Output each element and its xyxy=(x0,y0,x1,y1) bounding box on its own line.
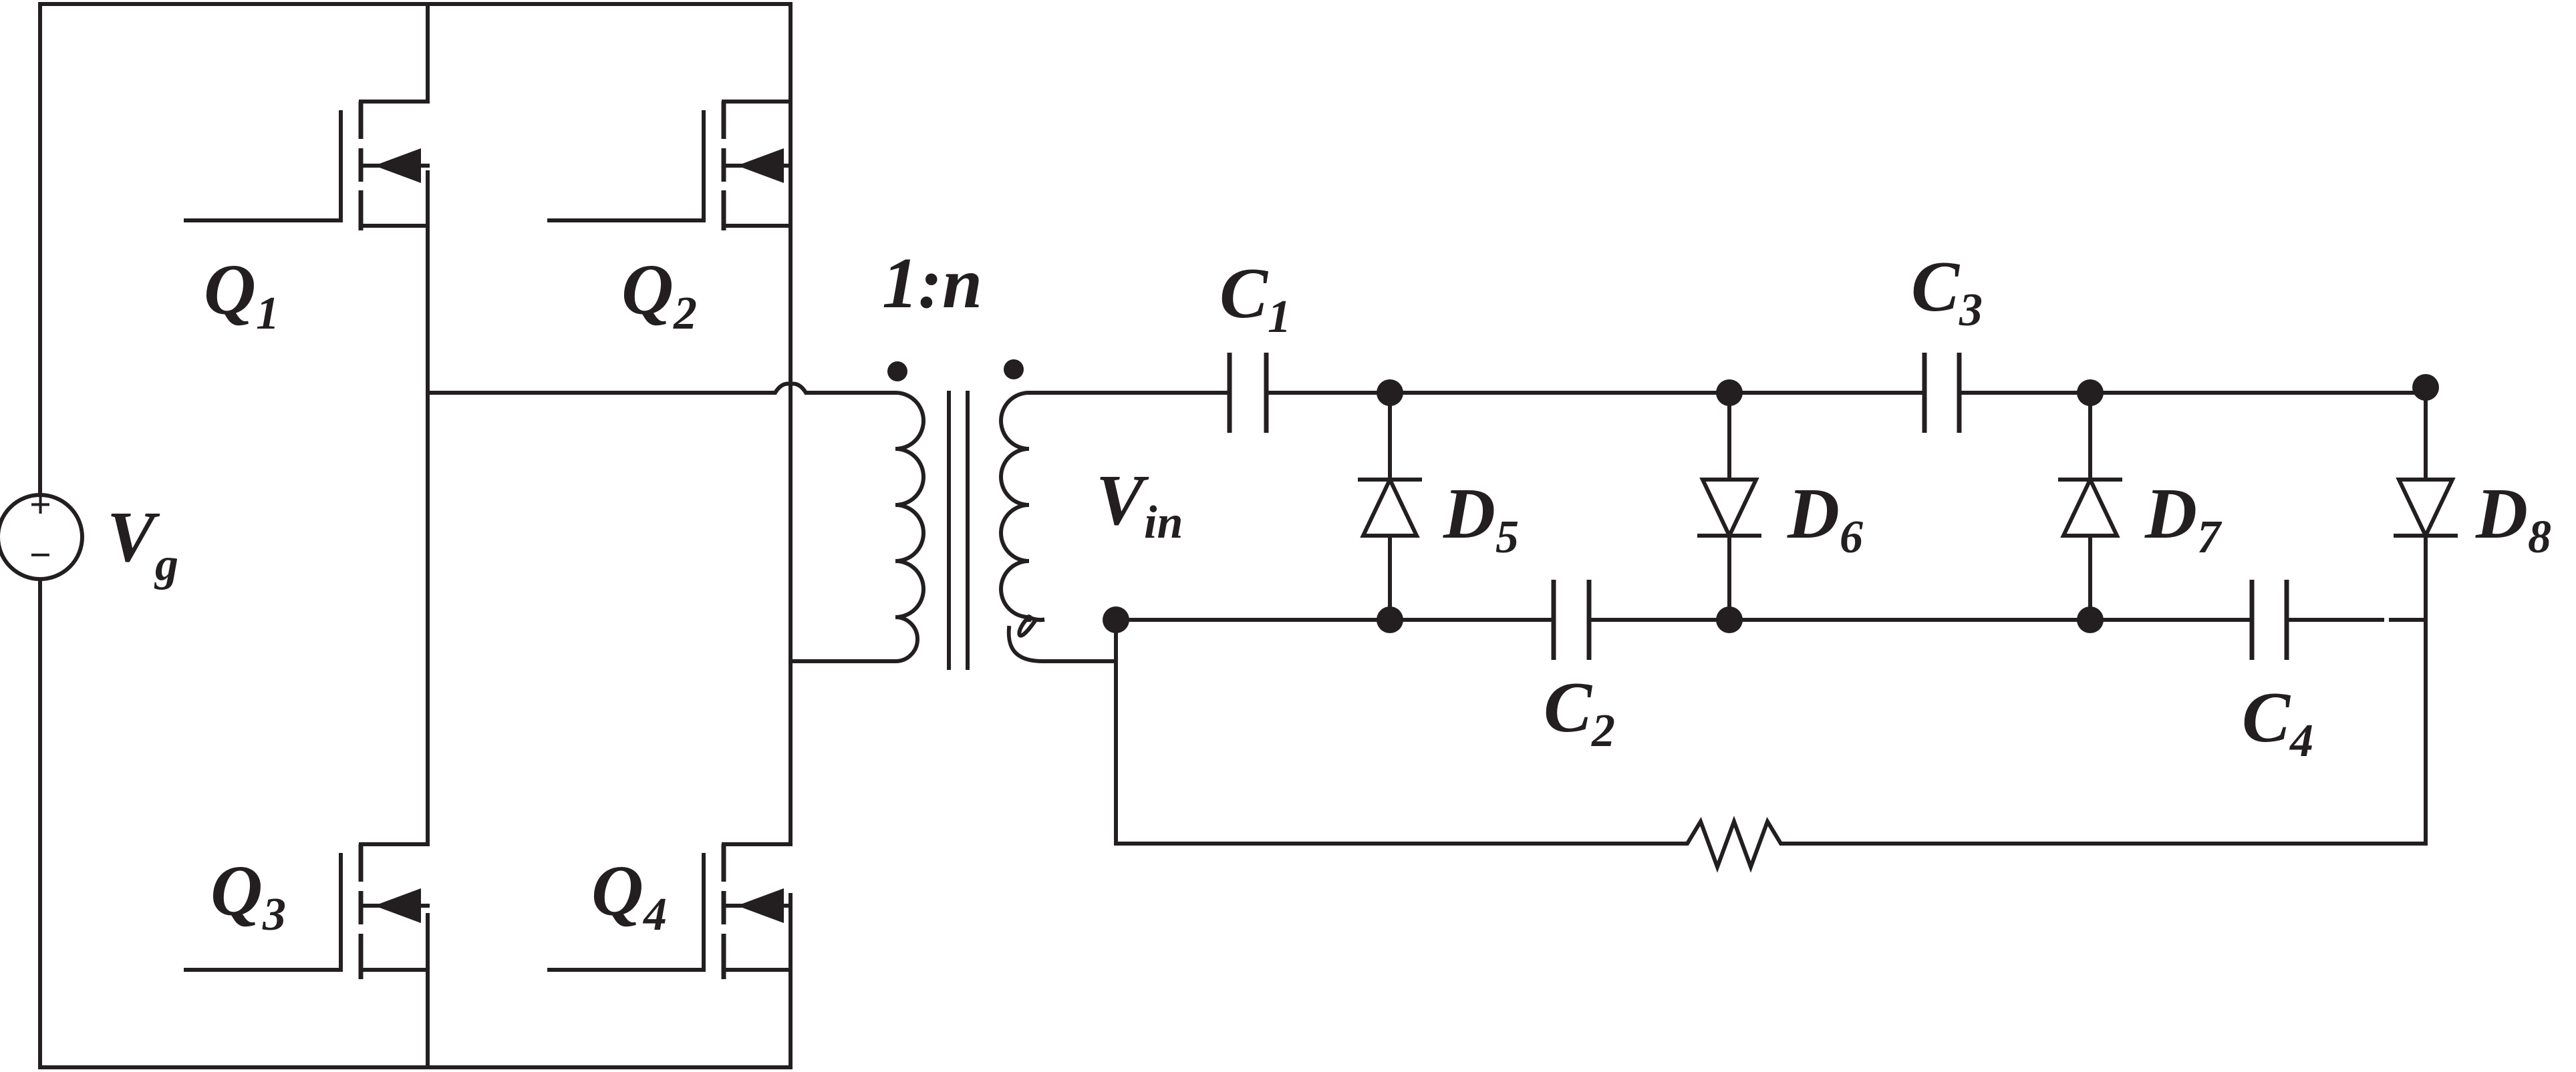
label-q2-name: Q xyxy=(621,250,674,330)
label-d7-subscript: 7 xyxy=(2197,512,2223,563)
label-c1-subscript: 1 xyxy=(1268,291,1291,343)
label-c2-name: C xyxy=(1544,668,1593,747)
junction-dot xyxy=(2077,606,2104,633)
label-q2-subscript: 2 xyxy=(673,288,697,339)
label-q4-subscript: 4 xyxy=(642,889,667,940)
junction-dot xyxy=(1716,379,1743,406)
transformer: 1:n xyxy=(867,244,1138,670)
junction-dot xyxy=(1103,606,1129,633)
label-c1: C1 xyxy=(1220,254,1291,343)
source-label-subscript: g xyxy=(154,539,178,590)
label-c1-name: C xyxy=(1220,254,1269,333)
capacitor-c3 xyxy=(1922,353,1962,433)
junction-dot xyxy=(2412,374,2439,401)
label-d5: D5 xyxy=(1443,474,1519,563)
junction-dot xyxy=(1716,606,1743,633)
diode-d5 xyxy=(1358,391,1422,622)
secondary-polarity-dot xyxy=(1004,359,1024,379)
label-q1-name: Q xyxy=(204,250,256,330)
junction-dots xyxy=(1103,374,2439,633)
label-q3-name: Q xyxy=(210,852,263,931)
mosfet-q3-body-arrow-icon xyxy=(374,888,421,923)
junction-dot xyxy=(1377,379,1403,406)
label-c3-name: C xyxy=(1911,247,1961,327)
primary-wiring xyxy=(38,2,871,1069)
mosfet-q1 xyxy=(184,100,430,230)
junction-dot xyxy=(2077,379,2104,406)
label-d7: D7 xyxy=(2144,474,2223,563)
mosfet-q2 xyxy=(547,100,793,230)
label-c4-name: C xyxy=(2242,678,2291,757)
junction-dot xyxy=(1377,606,1403,633)
label-d5-name: D xyxy=(1443,474,1495,554)
label-d8-subscript: 8 xyxy=(2528,512,2551,563)
source-label-name: V xyxy=(107,498,160,577)
label-d6-name: D xyxy=(1787,474,1840,554)
label-d7-name: D xyxy=(2144,474,2197,554)
label-q4: Q4 xyxy=(591,852,667,940)
label-vin-name: V xyxy=(1096,461,1149,540)
label-c4-subscript: 4 xyxy=(2289,715,2313,767)
label-d8-name: D xyxy=(2475,474,2528,554)
capacitor-c2 xyxy=(1551,580,1592,660)
label-c2: C2 xyxy=(1544,668,1615,757)
label-d6: D6 xyxy=(1787,474,1863,563)
secondary-bottom-wire xyxy=(1006,625,1118,663)
source-plus-sign: + xyxy=(29,483,51,526)
label-q2: Q2 xyxy=(621,250,697,339)
mosfet-q4 xyxy=(547,842,793,979)
label-q1: Q1 xyxy=(204,250,279,339)
source-minus-sign: − xyxy=(28,533,51,576)
turns-ratio-label: 1:n xyxy=(882,244,982,323)
label-q4-name: Q xyxy=(591,852,643,931)
diode-d7 xyxy=(2058,391,2122,622)
source-label: Vg xyxy=(107,498,178,590)
mosfet-q1-body-arrow-icon xyxy=(374,148,421,183)
primary-polarity-dot xyxy=(887,361,907,381)
diode-d6 xyxy=(1697,391,1761,622)
label-c3-subscript: 3 xyxy=(1959,285,1983,336)
label-d6-subscript: 6 xyxy=(1840,512,1863,563)
label-d8: D8 xyxy=(2475,474,2551,563)
capacitor-c4 xyxy=(2249,580,2289,660)
label-q3-subscript: 3 xyxy=(262,889,286,940)
capacitor-c1 xyxy=(1227,353,1269,433)
label-vin: Vin xyxy=(1096,461,1183,548)
voltage-source-vg: + − Vg xyxy=(0,483,178,590)
secondary-wiring xyxy=(1114,391,2428,873)
diode-d8 xyxy=(2394,391,2458,622)
label-c3: C3 xyxy=(1911,247,1983,336)
label-c4: C4 xyxy=(2242,678,2313,767)
label-q1-subscript: 1 xyxy=(256,288,279,339)
label-d5-subscript: 5 xyxy=(1495,512,1519,563)
label-vin-subscript: in xyxy=(1144,497,1183,548)
mosfet-q4-body-arrow-icon xyxy=(737,888,784,923)
mosfet-q2-body-arrow-icon xyxy=(737,148,784,183)
label-q3: Q3 xyxy=(210,852,286,940)
label-c2-subscript: 2 xyxy=(1591,705,1615,757)
mosfet-q3 xyxy=(184,842,430,979)
